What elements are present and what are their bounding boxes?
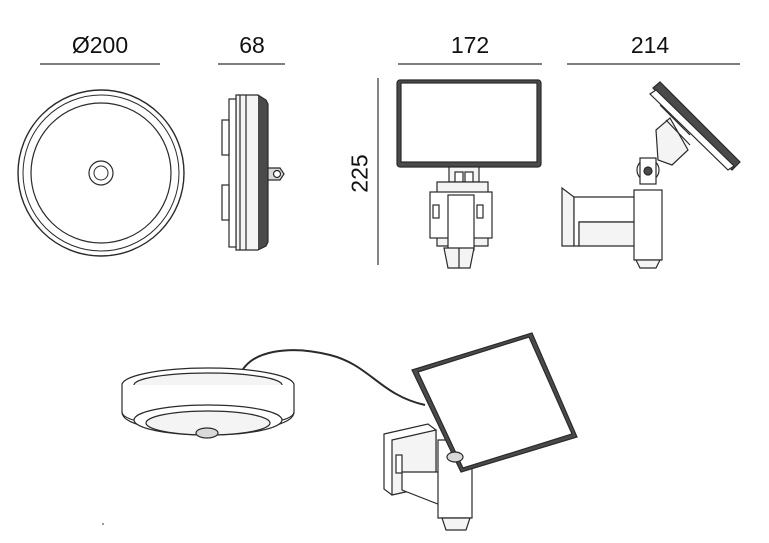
bracket-depth-dimension-label: 214: [630, 32, 670, 58]
panel-side-view: [561, 81, 741, 269]
diameter-dimension-label: Ø200: [71, 32, 129, 58]
depth-dimension-label: 68: [239, 32, 265, 58]
lamp-front-view: [17, 89, 185, 257]
panel-front-view: [396, 79, 542, 269]
panel-width-dimension-label: 172: [450, 32, 490, 58]
dimension-lines: [40, 63, 740, 265]
lamp-side-view: [221, 94, 285, 251]
perspective-view: [121, 332, 578, 531]
